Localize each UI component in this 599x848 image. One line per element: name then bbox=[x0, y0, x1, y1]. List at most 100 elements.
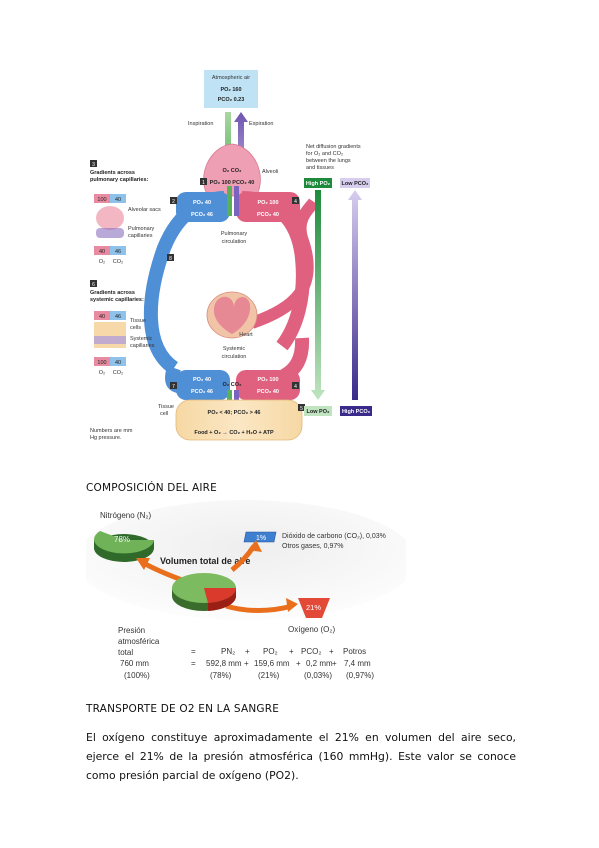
arrow-to-oxygen bbox=[225, 603, 293, 613]
pco2-gradient-arrow bbox=[348, 190, 362, 400]
tissue-equation: Food + O₂ → CO₂ + H₂O + ATP bbox=[194, 430, 274, 436]
sys-top-o2: 40 bbox=[99, 314, 105, 320]
high-po2-label: High PO₂ bbox=[306, 181, 331, 187]
co2-chip bbox=[243, 531, 277, 543]
systemic-capillary-right bbox=[236, 370, 300, 400]
o2-diffusion-arrow-top bbox=[227, 186, 232, 216]
step-badge-5 bbox=[298, 404, 305, 411]
alveoli-partial: PO₂ 100 PCO₂ 40 bbox=[210, 180, 255, 186]
pulm-top-o2: 100 bbox=[97, 197, 106, 203]
sys-co2-label: CO₂ bbox=[113, 370, 123, 376]
high-po2-badge bbox=[304, 178, 332, 188]
other-gases-label: Otros gases, 0,97% bbox=[282, 543, 343, 550]
step-badge-3 bbox=[90, 160, 97, 167]
nitrogen-label: Nitrógeno (N₂) bbox=[100, 511, 151, 520]
section-title-composicion: COMPOSICIÓN DEL AIRE bbox=[86, 482, 218, 494]
pn2-mm: 592,8 mm bbox=[206, 659, 242, 668]
pulmonary-capillary-left bbox=[176, 192, 230, 222]
potros-pct: (0,97%) bbox=[346, 671, 375, 680]
gradients-systemic-2: systemic capillaries: bbox=[90, 297, 144, 303]
pressure-labels: Presión atmosférica total bbox=[118, 625, 159, 658]
pco2-symbol: PCO₂ bbox=[301, 647, 322, 656]
step-number-4-top: 4 bbox=[294, 199, 297, 205]
alveoli-gases: O₂ CO₂ bbox=[223, 168, 243, 174]
pulm-bottom-o2-box bbox=[94, 246, 110, 255]
sys-top-co2: 46 bbox=[115, 314, 121, 320]
plus-4: + bbox=[244, 659, 249, 668]
step-number-6: 6 bbox=[92, 282, 95, 288]
net-diffusion-2: for O₂ and CO₂ bbox=[306, 151, 343, 157]
step-badge-4-top bbox=[292, 197, 299, 204]
pco2-pct: (0,03%) bbox=[304, 671, 333, 680]
potros-symbol: Potros bbox=[343, 647, 367, 656]
sys-bottom-co2-box bbox=[110, 357, 126, 366]
sys-top-co2-box bbox=[110, 311, 126, 320]
left-pco2-top: PCO₂ 46 bbox=[191, 212, 213, 218]
alveoli-shape bbox=[203, 143, 261, 197]
pco2-mm: 0,2 mm bbox=[306, 659, 333, 668]
po2-mm: 159,6 mm bbox=[254, 659, 290, 668]
pulm-bottom-co2: 46 bbox=[115, 249, 121, 255]
pulm-bottom-o2: 40 bbox=[99, 249, 105, 255]
gradients-pulmonary-2: pulmonary capillaries: bbox=[90, 177, 149, 183]
nitrogen-pct: 78% bbox=[114, 535, 130, 544]
co2-label: Dióxido de carbono (CO₂), 0,03% bbox=[282, 533, 386, 540]
pulmonary-capillaries-1: Pulmonary bbox=[128, 226, 155, 232]
air-composition-diagram: Nitrógeno (N₂) 78% 1% Dióxido de carbono… bbox=[86, 500, 406, 634]
main-pie-oxygen-wedge bbox=[204, 588, 237, 603]
pulm-top-co2-box bbox=[110, 194, 126, 203]
arrow-to-nitrogen-head bbox=[136, 558, 150, 570]
net-diffusion-1: Net diffusion gradients bbox=[306, 144, 361, 150]
plus-1: + bbox=[245, 647, 250, 656]
step-badge-7 bbox=[170, 382, 177, 389]
atmospheric-po2: PO₂ 160 bbox=[220, 87, 241, 93]
step-badge-1 bbox=[200, 178, 207, 185]
po2-symbol: PO₂ bbox=[263, 647, 278, 656]
co2-pct: 1% bbox=[256, 535, 266, 542]
left-pco2-bottom: PCO₂ 46 bbox=[191, 389, 213, 395]
left-po2-bottom: PO₂ 40 bbox=[193, 377, 211, 383]
step-number-5: 5 bbox=[300, 406, 303, 412]
net-diffusion-4: and tissues bbox=[306, 165, 334, 171]
po2-pct: (21%) bbox=[258, 671, 280, 680]
sys-top-o2-box bbox=[94, 311, 110, 320]
low-pco2-badge bbox=[340, 178, 370, 188]
pulmonary-artery bbox=[143, 191, 225, 374]
left-po2-top: PO₂ 40 bbox=[193, 200, 211, 206]
step-number-2: 2 bbox=[172, 199, 175, 205]
bottom-gases: O₂ CO₂ bbox=[223, 382, 243, 388]
systemic-circulation-2: circulation bbox=[222, 354, 247, 360]
total-mm: 760 mm bbox=[120, 659, 149, 668]
sys-bottom-o2-box bbox=[94, 357, 110, 366]
plus-3: + bbox=[329, 647, 334, 656]
pulm-co2-label: CO₂ bbox=[113, 259, 123, 265]
tissue-cells-mini bbox=[94, 322, 126, 348]
right-pco2-top: PCO₂ 40 bbox=[257, 212, 279, 218]
systemic-circulation-1: Systemic bbox=[223, 346, 246, 352]
systemic-capillary-left bbox=[176, 370, 230, 400]
atmospheric-air-title: Atmospheric air bbox=[212, 75, 250, 81]
heart-label: Heart bbox=[239, 332, 253, 338]
section-title-transporte: TRANSPORTE DE O2 EN LA SANGRE bbox=[86, 703, 280, 715]
right-pco2-bottom: PCO₂ 40 bbox=[257, 389, 279, 395]
low-po2-label: Low PO₂ bbox=[307, 409, 330, 415]
pulm-bottom-co2-box bbox=[110, 246, 126, 255]
sys-bottom-o2: 100 bbox=[97, 360, 106, 366]
atmospheric-air-box bbox=[204, 70, 258, 108]
step-badge-6 bbox=[90, 280, 97, 287]
plus-2: + bbox=[289, 647, 294, 656]
numbers-note-2: Hg pressure. bbox=[90, 435, 122, 441]
right-po2-top: PO₂ 100 bbox=[257, 200, 278, 206]
tissue-partial: PO₂ < 40; PCO₂ > 46 bbox=[208, 410, 261, 416]
arrow-to-co2-head bbox=[248, 540, 262, 552]
gradients-systemic-1: Gradients across bbox=[90, 290, 135, 296]
sys-bottom-co2: 40 bbox=[115, 360, 121, 366]
pn2-pct: (78%) bbox=[210, 671, 232, 680]
sys-capillary-mini bbox=[94, 336, 126, 344]
plus-6: + bbox=[332, 659, 337, 668]
step-number-3: 3 bbox=[92, 162, 95, 168]
pn2-symbol: PN₂ bbox=[221, 647, 236, 656]
alveolar-sac-shape bbox=[96, 206, 124, 230]
step-number-8: 8 bbox=[169, 256, 172, 262]
net-diffusion-3: between the lungs bbox=[306, 158, 351, 164]
